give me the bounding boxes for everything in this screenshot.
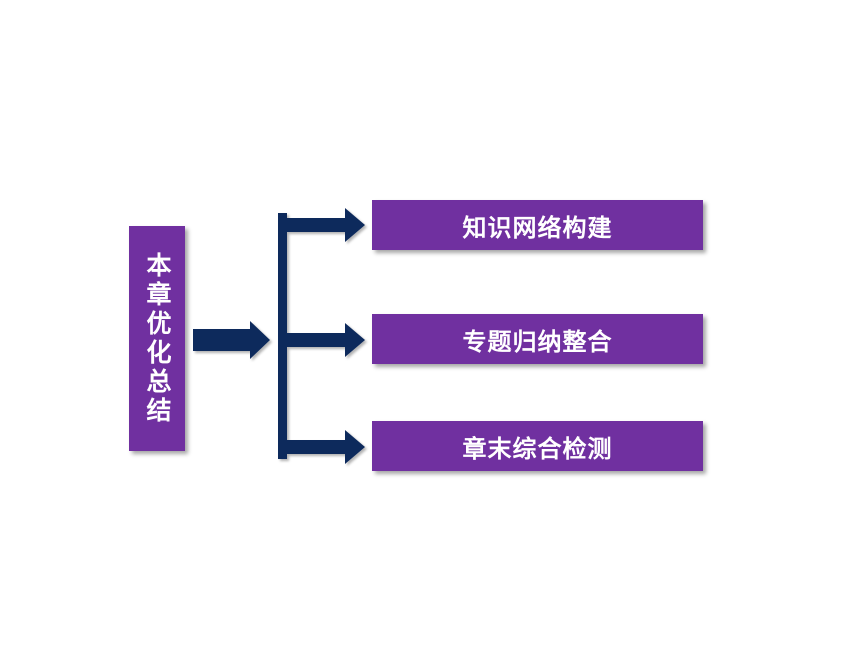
knowledge-network-box[interactable]: 知识网络构建 (372, 200, 703, 250)
topic-summary-label: 专题归纳整合 (462, 327, 613, 356)
chapter-test-label: 章末综合检测 (462, 434, 613, 463)
branch-arrow-3 (287, 430, 365, 464)
chapter-test-box[interactable]: 章末综合检测 (372, 421, 703, 471)
branch-arrow-2 (287, 323, 365, 357)
branch-arrow-1 (287, 208, 365, 242)
bracket-bar (278, 213, 287, 459)
main-arrow (193, 321, 270, 359)
topic-summary-box[interactable]: 专题归纳整合 (372, 314, 703, 364)
chapter-summary-label: 本章优化总结 (143, 251, 172, 426)
chapter-summary-box: 本章优化总结 (129, 226, 185, 451)
knowledge-network-label: 知识网络构建 (462, 213, 613, 242)
